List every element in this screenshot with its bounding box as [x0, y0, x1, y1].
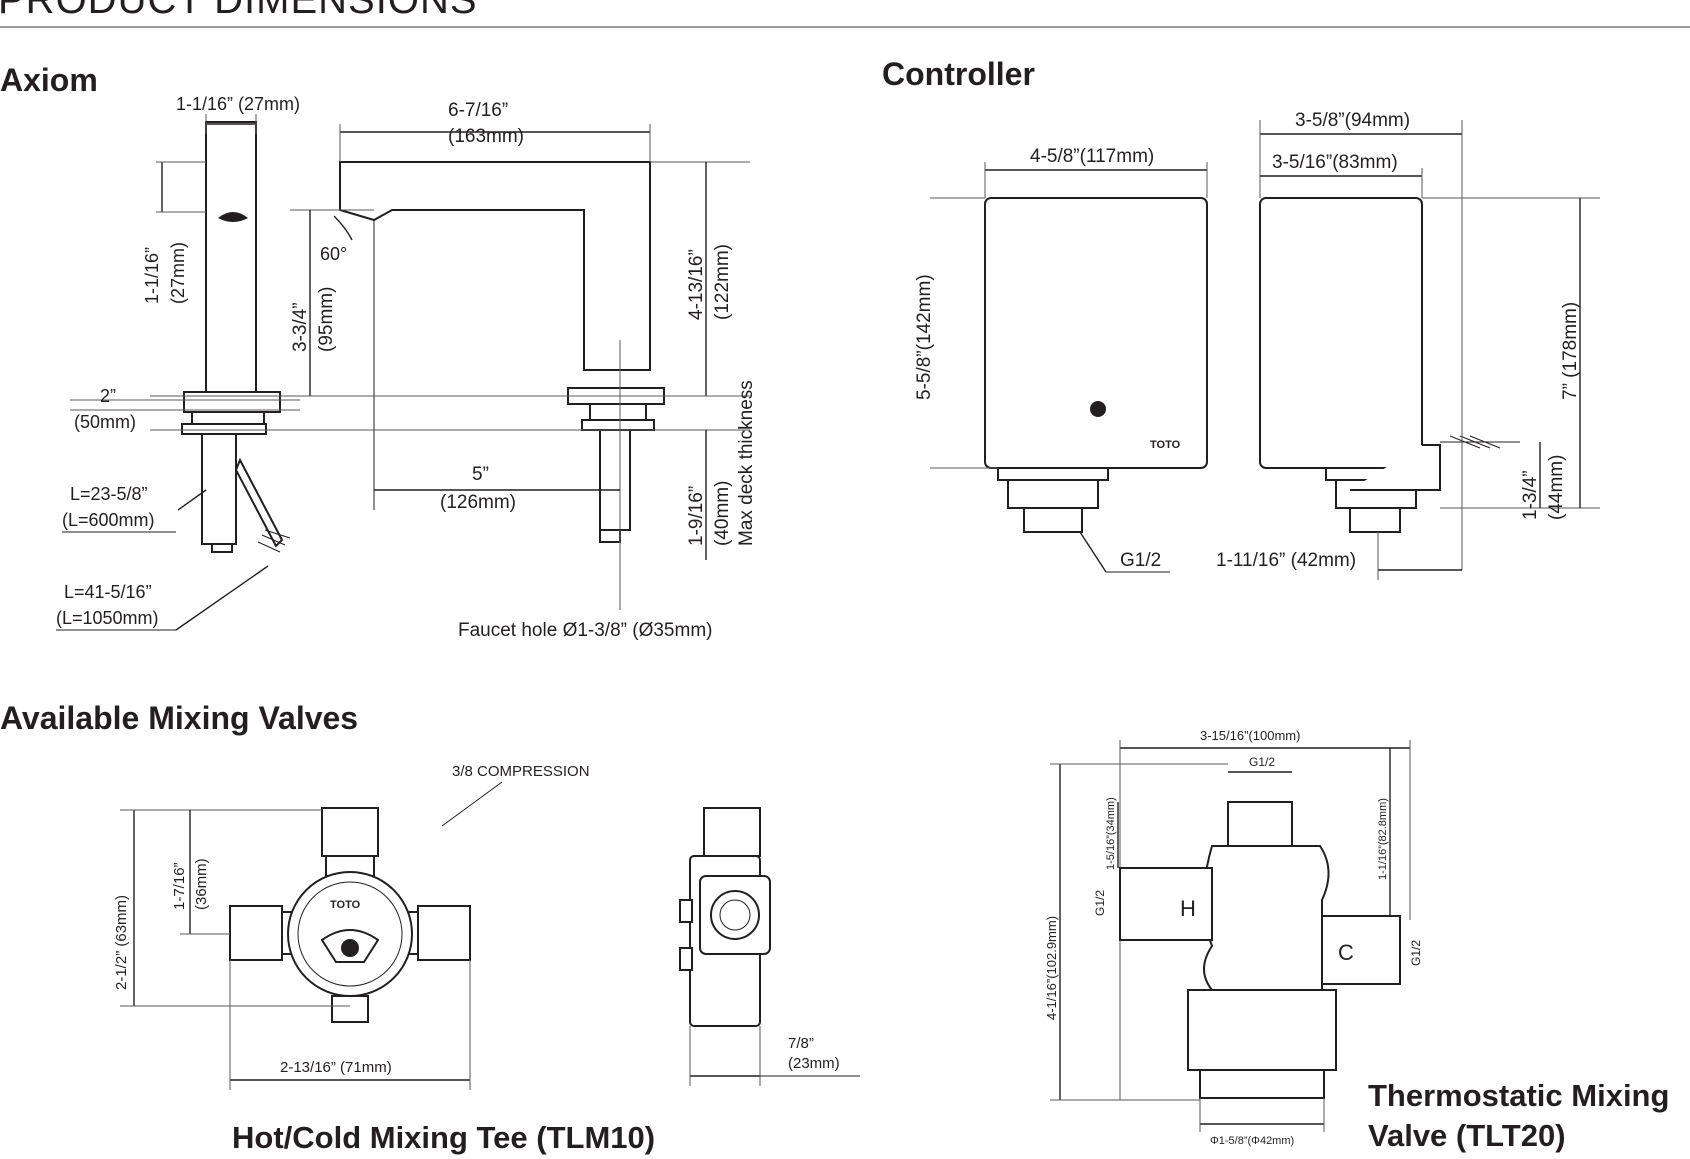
section-title-axiom: Axiom [0, 62, 98, 98]
axiom-base-mm: (50mm) [74, 412, 136, 432]
controller-sensor-dot [1090, 401, 1106, 417]
tlt20-left-thread: G1/2 [1093, 890, 1107, 916]
axiom-deck-mm: (40mm) [712, 481, 733, 546]
tlm10-top-nut [321, 807, 379, 857]
axiom-hole-offset-in: 5” [472, 464, 489, 485]
axiom-deck-in: 1-9/16” [686, 486, 707, 546]
tlt20-cold-port [1321, 915, 1401, 985]
controller-brand-logo: TOTO [1150, 439, 1181, 451]
tlt20-right-thread: G1/2 [1409, 940, 1420, 966]
tlm10-width-label: 2-13/16” (71mm) [280, 1059, 392, 1076]
tlt20-cold-label: C [1338, 940, 1354, 965]
tlm10-depth-in: 7/8” [788, 1035, 814, 1052]
axiom-sensor-eye [218, 212, 248, 222]
axiom-angle-label: 60° [320, 244, 347, 264]
controller-drawing: TOTO 4-5/8”(117mm) 5-5/8”(142mm) G1/2 3-… [914, 110, 1600, 580]
controller-bracket-height-in: 1-3/4” [1520, 470, 1541, 520]
section-title-mixing-valves: Available Mixing Valves [0, 700, 359, 736]
axiom-hole-offset-mm: (126mm) [440, 492, 516, 513]
axiom-front-spout [339, 161, 651, 371]
controller-front-height-label: 5-5/8”(142mm) [914, 274, 935, 400]
controller-side-body [1259, 197, 1423, 469]
section-title-controller: Controller [882, 56, 1035, 92]
controller-side-width-body: 3-5/16”(83mm) [1272, 152, 1398, 173]
tlm10-height-upper-mm: (36mm) [193, 858, 210, 910]
tlm10-right-nut [417, 905, 471, 961]
axiom-spout-width-label: 1-1/16” (27mm) [176, 94, 300, 114]
axiom-hose2-mm: (L=1050mm) [56, 608, 159, 628]
axiom-reach-in: 6-7/16” [448, 100, 508, 121]
axiom-spout-height-in: 1-1/16” [142, 247, 162, 304]
axiom-drawing: 1-1/16” (27mm) 1-1/16” (27mm) 2” (50mm) … [56, 94, 757, 641]
controller-thread-label: G1/2 [1120, 550, 1161, 571]
tlt20-height-label: 4-1/16”(102.9mm) [1044, 916, 1059, 1020]
controller-front-width-label: 4-5/8”(117mm) [1030, 146, 1154, 167]
axiom-side-spout [205, 121, 257, 403]
axiom-hose2-in: L=41-5/16” [64, 582, 152, 602]
controller-side-height-label: 7” (178mm) [1560, 302, 1581, 400]
controller-side-width-total: 3-5/8”(94mm) [1295, 110, 1410, 131]
controller-offset-label: 1-11/16” (42mm) [1216, 550, 1356, 571]
axiom-base-in: 2” [100, 386, 116, 406]
tlm10-compression-label: 3/8 COMPRESSION [452, 763, 590, 780]
axiom-outlet-height-in: 3-3/4” [290, 302, 311, 352]
axiom-hose1-in: L=23-5/8” [70, 484, 148, 504]
controller-front-body [984, 197, 1208, 469]
tlt20-hot-label: H [1180, 896, 1196, 921]
axiom-deck-label: Max deck thickness [736, 380, 757, 546]
tlt20-right-height: 1-1/16”(82.8mm) [1377, 798, 1389, 880]
tlt20-drawing: 3-15/16”(100mm) G1/2 H C 4-1/16”(102.9mm… [1044, 728, 1420, 1147]
tlt20-top-thread: G1/2 [1249, 755, 1275, 769]
title-divider [0, 26, 1690, 28]
axiom-faucet-hole-label: Faucet hole Ø1-3/8” (Ø35mm) [458, 620, 712, 641]
tlt20-hot-port [1119, 867, 1213, 941]
tlt20-bottom-dia: Φ1-5/8”(Φ42mm) [1210, 1135, 1294, 1147]
tlt20-inlet-offset: 1-5/16”(34mm) [1105, 797, 1117, 870]
tlm10-drawing: 3/8 COMPRESSION TOTO 2-1/2” (63mm) 1-7/1… [113, 763, 860, 1090]
tlt20-caption-line1: Thermostatic Mixing [1368, 1078, 1670, 1113]
tlt20-top-port [1227, 801, 1293, 847]
tlm10-brand-logo: TOTO [330, 899, 361, 911]
axiom-reach-mm: (163mm) [448, 126, 524, 147]
tlm10-caption: Hot/Cold Mixing Tee (TLM10) [232, 1120, 656, 1155]
tlm10-left-nut [229, 905, 283, 961]
tlm10-height-total-label: 2-1/2” (63mm) [113, 895, 130, 990]
controller-bracket-height-mm: (44mm) [1546, 455, 1567, 520]
axiom-outlet-height-mm: (95mm) [316, 287, 337, 352]
page-title: PRODUCT DIMENSIONS [0, 0, 478, 22]
tlt20-body [1203, 845, 1330, 991]
tlm10-height-upper-in: 1-7/16” [171, 862, 188, 910]
tlt20-caption-line2: Valve (TLT20) [1368, 1118, 1566, 1153]
axiom-hose1-mm: (L=600mm) [62, 510, 155, 530]
axiom-total-height-mm: (122mm) [712, 244, 733, 320]
axiom-total-height-in: 4-13/16” [686, 249, 707, 320]
tlt20-width-label: 3-15/16”(100mm) [1200, 728, 1300, 743]
axiom-spout-height-mm: (27mm) [168, 242, 188, 304]
tlm10-depth-mm: (23mm) [788, 1055, 840, 1072]
